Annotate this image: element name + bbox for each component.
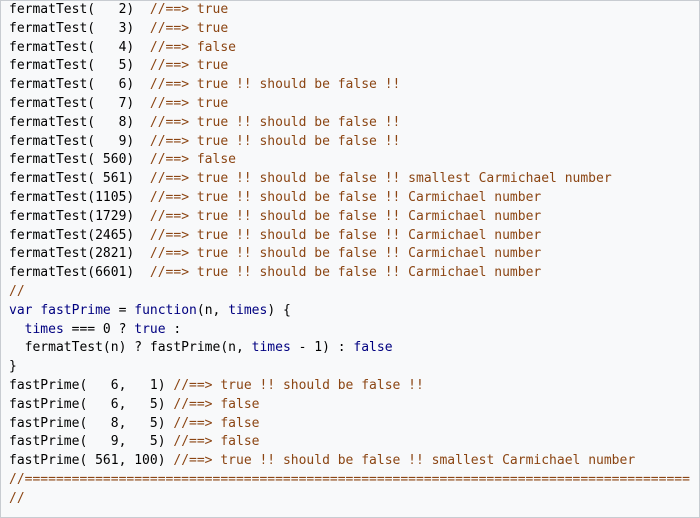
code-token-comment: //==> true bbox=[149, 20, 229, 36]
code-line: fastPrime( 9, 5) //==> false bbox=[9, 433, 690, 452]
code-token-call: fermatTest(n) ? fastPrime(n, bbox=[9, 340, 252, 356]
code-token-comment: //==> true bbox=[149, 95, 229, 111]
code-token-var: times bbox=[228, 302, 268, 318]
code-token-call: fermatTest(6601) bbox=[9, 265, 150, 281]
code-token-call: fermatTest(2465) bbox=[9, 227, 150, 243]
code-token-comment: //==> true !! should be false !! smalles… bbox=[173, 453, 636, 469]
code-token-call: ) { bbox=[267, 302, 291, 318]
code-token-comment: //==> true !! should be false !! Carmich… bbox=[149, 189, 542, 205]
code-token-call: } bbox=[9, 359, 17, 375]
code-token-call: fermatTest( 7) bbox=[9, 95, 150, 111]
code-line: fermatTest( 8) //==> true !! should be f… bbox=[9, 114, 690, 133]
code-line: fermatTest(2465) //==> true !! should be… bbox=[9, 227, 690, 246]
code-line: var fastPrime = function(n, times) { bbox=[9, 302, 690, 321]
code-token-call: fastPrime( 9, 5) bbox=[9, 434, 174, 450]
code-line: fastPrime( 8, 5) //==> false bbox=[9, 415, 690, 434]
code-token-call: fastPrime( 8, 5) bbox=[9, 415, 174, 431]
code-token-comment: //==> false bbox=[149, 39, 236, 55]
code-token-comment: //==> true bbox=[149, 2, 229, 17]
code-line: fermatTest(2821) //==> true !! should be… bbox=[9, 245, 690, 264]
code-token-comment: //======================================… bbox=[9, 471, 690, 487]
code-line: fermatTest( 5) //==> true bbox=[9, 57, 690, 76]
code-line: fermatTest(6601) //==> true !! should be… bbox=[9, 264, 690, 283]
code-token-comment: //==> true !! should be false !! Carmich… bbox=[149, 227, 542, 243]
code-token-kw: function bbox=[134, 302, 197, 318]
code-token-comment: //==> true bbox=[149, 58, 229, 74]
code-token-var: times bbox=[24, 321, 64, 337]
code-token-call: fermatTest( 560) bbox=[9, 152, 150, 168]
code-token-call: fermatTest( 561) bbox=[9, 171, 150, 187]
code-token-call: fermatTest( 4) bbox=[9, 39, 150, 55]
code-line: fastPrime( 6, 5) //==> false bbox=[9, 396, 690, 415]
code-token-comment: //==> true !! should be false !! bbox=[149, 77, 401, 93]
code-token-call: fermatTest( 6) bbox=[9, 77, 150, 93]
code-token-call: fermatTest( 9) bbox=[9, 133, 150, 149]
code-line: times === 0 ? true : bbox=[9, 321, 690, 340]
code-line: } bbox=[9, 358, 690, 377]
code-token-call: fermatTest( 2) bbox=[9, 2, 150, 17]
code-line: fermatTest( 560) //==> false bbox=[9, 151, 690, 170]
code-token-kw: false bbox=[353, 340, 393, 356]
code-token-call: fermatTest( 3) bbox=[9, 20, 150, 36]
code-line: fastPrime( 6, 1) //==> true !! should be… bbox=[9, 377, 690, 396]
code-line: fermatTest( 561) //==> true !! should be… bbox=[9, 170, 690, 189]
code-line: fermatTest(1105) //==> true !! should be… bbox=[9, 189, 690, 208]
code-token-comment: //==> false bbox=[173, 415, 260, 431]
code-token-call bbox=[9, 322, 25, 337]
code-token-call: = bbox=[110, 302, 135, 318]
code-token-call: - 1) : bbox=[290, 340, 354, 356]
code-line: fermatTest(1729) //==> true !! should be… bbox=[9, 208, 690, 227]
code-token-comment: //==> true !! should be false !! bbox=[173, 377, 424, 393]
code-token-comment: //==> true !! should be false !! Carmich… bbox=[149, 246, 542, 262]
code-line: fermatTest( 7) //==> true bbox=[9, 95, 690, 114]
code-token-comment: //==> false bbox=[149, 152, 236, 168]
code-line: fermatTest( 9) //==> true !! should be f… bbox=[9, 133, 690, 152]
code-line: fermatTest( 2) //==> true bbox=[9, 1, 690, 20]
code-token-comment: //==> false bbox=[173, 434, 260, 450]
code-token-comment: //==> true !! should be false !! smalles… bbox=[149, 171, 612, 187]
code-line: // bbox=[9, 490, 690, 509]
code-token-comment: // bbox=[9, 490, 25, 506]
code-token-call: fermatTest(1105) bbox=[9, 189, 150, 205]
code-token-call: fastPrime( 6, 5) bbox=[9, 396, 174, 412]
code-token-call: fermatTest(2821) bbox=[9, 246, 150, 262]
code-token-var: fastPrime bbox=[40, 302, 111, 318]
code-token-comment: // bbox=[9, 283, 25, 299]
code-token-kw: var bbox=[9, 302, 41, 318]
code-token-var: times bbox=[251, 340, 291, 356]
code-token-call: fastPrime( 561, 100) bbox=[9, 453, 174, 469]
code-line: fermatTest( 3) //==> true bbox=[9, 20, 690, 39]
code-token-call: (n, bbox=[196, 302, 229, 318]
code-token-comment: //==> true !! should be false !! Carmich… bbox=[149, 208, 542, 224]
code-token-call: fermatTest( 8) bbox=[9, 114, 150, 130]
code-token-call: === 0 ? bbox=[63, 321, 135, 337]
code-line: fastPrime( 561, 100) //==> true !! shoul… bbox=[9, 452, 690, 471]
code-line: // bbox=[9, 283, 690, 302]
code-line: //======================================… bbox=[9, 471, 690, 490]
code-line: fermatTest(n) ? fastPrime(n, times - 1) … bbox=[9, 339, 690, 358]
code-line: fermatTest( 6) //==> true !! should be f… bbox=[9, 76, 690, 95]
code-token-call: fastPrime( 6, 1) bbox=[9, 377, 174, 393]
code-token-comment: //==> false bbox=[173, 396, 260, 412]
code-token-comment: //==> true !! should be false !! bbox=[149, 133, 401, 149]
code-token-call: : bbox=[165, 321, 182, 337]
code-line: fermatTest( 4) //==> false bbox=[9, 39, 690, 58]
code-token-call: fermatTest(1729) bbox=[9, 208, 150, 224]
code-token-kw: true bbox=[134, 321, 166, 337]
code-token-call: fermatTest( 5) bbox=[9, 58, 150, 74]
code-token-comment: //==> true !! should be false !! Carmich… bbox=[149, 265, 542, 281]
code-token-comment: //==> true !! should be false !! bbox=[149, 114, 401, 130]
